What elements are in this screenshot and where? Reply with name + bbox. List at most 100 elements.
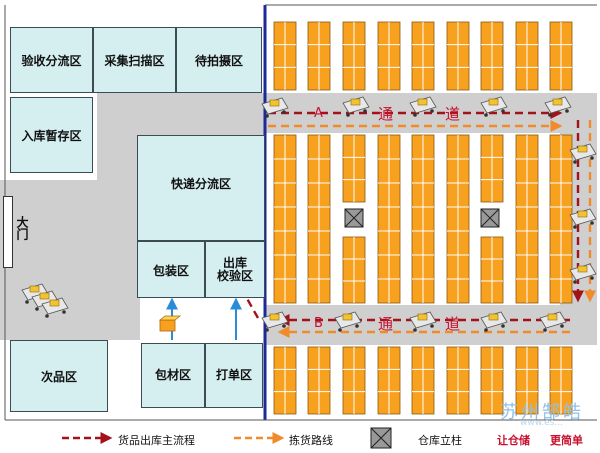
zone-materials[interactable]: 包材区 [141, 343, 205, 408]
cart-wheel [62, 310, 66, 314]
shelf-column [549, 346, 573, 415]
cart-load [577, 265, 588, 273]
gate[interactable] [3, 196, 13, 268]
cart-wheel [265, 328, 269, 332]
cart-wheel [45, 314, 49, 318]
watermark-site: www.es... [520, 418, 563, 428]
cart-wheel [346, 113, 350, 117]
cart [569, 208, 597, 229]
aisle-b-label: B [314, 316, 323, 331]
zone-inspection[interactable]: 验收分流区 [10, 27, 93, 93]
cart-load [49, 299, 60, 307]
aisle-b-dao: 道 [445, 315, 461, 333]
legend-main-flow: 货品出库主流程 [118, 434, 195, 447]
cart-load [577, 145, 588, 153]
shelf-racks [273, 21, 573, 415]
cart-wheel [590, 221, 594, 225]
cart [544, 96, 572, 117]
cart-wheel [413, 328, 417, 332]
shelf-column [515, 134, 539, 304]
shelf-column [377, 21, 401, 91]
cart-wheel [573, 160, 577, 164]
cart [342, 96, 370, 117]
watermark-brand: 苏州郜皓 [500, 402, 584, 423]
left-corridor-top [97, 93, 265, 135]
shelf-column [342, 134, 366, 203]
shelf-column [446, 346, 470, 415]
cart [261, 311, 289, 332]
cart-wheel [363, 109, 367, 113]
cart-wheel [565, 109, 569, 113]
shelf-column [411, 346, 435, 415]
cart-wheel [501, 109, 505, 113]
shelf-column [446, 134, 470, 304]
shelf-column [377, 134, 401, 304]
shelf-column [480, 21, 504, 91]
zone-staging[interactable]: 入库暂存区 [10, 97, 93, 173]
shelf-column [377, 346, 401, 415]
legend-pillar-mark [370, 427, 392, 449]
parcel-body [159, 319, 176, 332]
cart [409, 96, 437, 117]
shelf-column [480, 134, 504, 203]
cart-wheel [413, 113, 417, 117]
shelf-column [273, 21, 297, 91]
shelf-column [480, 346, 504, 415]
cart-load [547, 313, 558, 321]
cart-wheel [35, 307, 39, 311]
cart-load [488, 313, 499, 321]
cart-load [39, 292, 50, 300]
cart-wheel [590, 156, 594, 160]
shelf-column [446, 21, 470, 91]
zone-packing[interactable]: 包装区 [137, 241, 205, 298]
cart-load [417, 98, 428, 106]
cart-wheel [338, 328, 342, 332]
cart-wheel [430, 109, 434, 113]
shelf-column [342, 236, 366, 304]
shelf-column [273, 346, 297, 415]
zone-scan[interactable]: 采集扫描区 [93, 27, 176, 93]
cart [480, 96, 508, 117]
aisle-a-tong: 通 [378, 105, 394, 123]
cart-wheel [560, 324, 564, 328]
cart-wheel [543, 328, 547, 332]
cart-load [552, 98, 563, 106]
cart [539, 311, 567, 332]
cart-wheel [25, 300, 29, 304]
cart-load [350, 98, 361, 106]
zone-print[interactable]: 打单区 [205, 343, 263, 408]
cart-wheel [501, 324, 505, 328]
parcel-top [158, 315, 182, 321]
legend-picking: 拣货路线 [289, 434, 333, 447]
cart-load [577, 210, 588, 218]
cart-load [29, 285, 40, 293]
parcel-box [158, 315, 182, 332]
aisle-b-tong: 通 [378, 315, 394, 333]
zone-express[interactable]: 快递分流区 [137, 135, 265, 241]
watermark-slogan-2: 更简单 [550, 434, 583, 447]
cart-wheel [573, 280, 577, 284]
cart-load [269, 313, 280, 321]
zone-outbound-check[interactable]: 出库 校验区 [205, 241, 265, 298]
cart-load [342, 313, 353, 321]
cart [41, 297, 69, 318]
cart [569, 143, 597, 164]
zone-defect[interactable]: 次品区 [10, 340, 108, 412]
cart [334, 311, 362, 332]
shelf-column [549, 21, 573, 91]
cart [409, 311, 437, 332]
shelf-column [307, 21, 331, 91]
cart-wheel [484, 328, 488, 332]
cart-wheel [282, 324, 286, 328]
legend-pillar: 仓库立柱 [418, 434, 462, 447]
pillar-cross [480, 208, 500, 228]
shelf-column [480, 236, 504, 304]
cart [480, 311, 508, 332]
shelf-column [515, 21, 539, 91]
cart-wheel [590, 276, 594, 280]
cart-wheel [430, 324, 434, 328]
zone-photo[interactable]: 待拍摄区 [176, 27, 262, 93]
cart-load [269, 99, 280, 107]
legend-marks [62, 427, 392, 449]
